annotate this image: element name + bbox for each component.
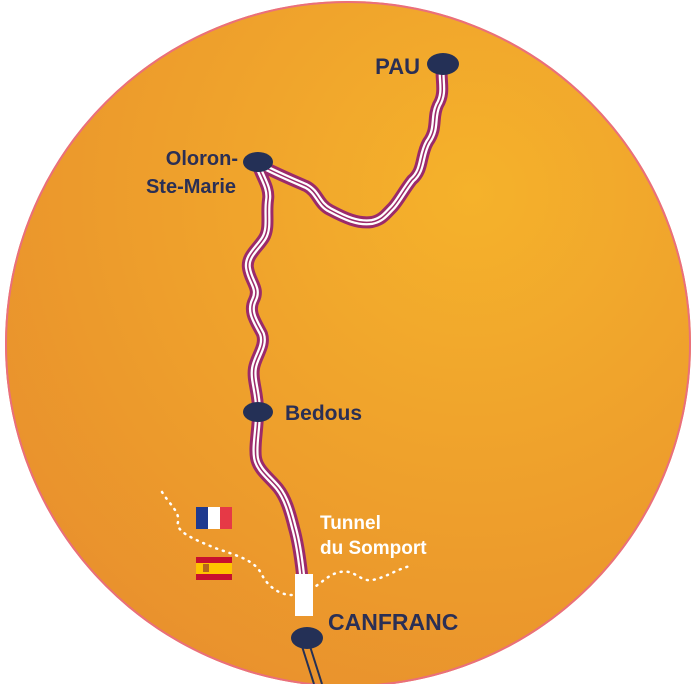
station-marker-oloron[interactable] [243, 152, 273, 172]
station-label-oloron-line1: Oloron- [166, 148, 238, 170]
tunnel-segment [295, 574, 313, 616]
border-line [160, 490, 412, 597]
france-flag-icon [196, 507, 232, 529]
tunnel-label-line2: du Somport [320, 538, 427, 559]
station-marker-pau[interactable] [427, 53, 459, 75]
map-background-circle [5, 1, 691, 684]
tunnel-label-line1: Tunnel [320, 513, 381, 534]
station-marker-bedous[interactable] [243, 402, 273, 422]
spain-flag-icon [196, 557, 232, 580]
station-label-canfranc: CANFRANC [328, 609, 458, 635]
station-label-oloron-line2: Ste-Marie [146, 176, 236, 198]
station-label-bedous: Bedous [285, 402, 362, 425]
map-outline [5, 1, 691, 684]
station-label-pau: PAU [375, 54, 420, 79]
railway-route-center [247, 65, 444, 591]
station-marker-canfranc[interactable] [291, 627, 323, 649]
